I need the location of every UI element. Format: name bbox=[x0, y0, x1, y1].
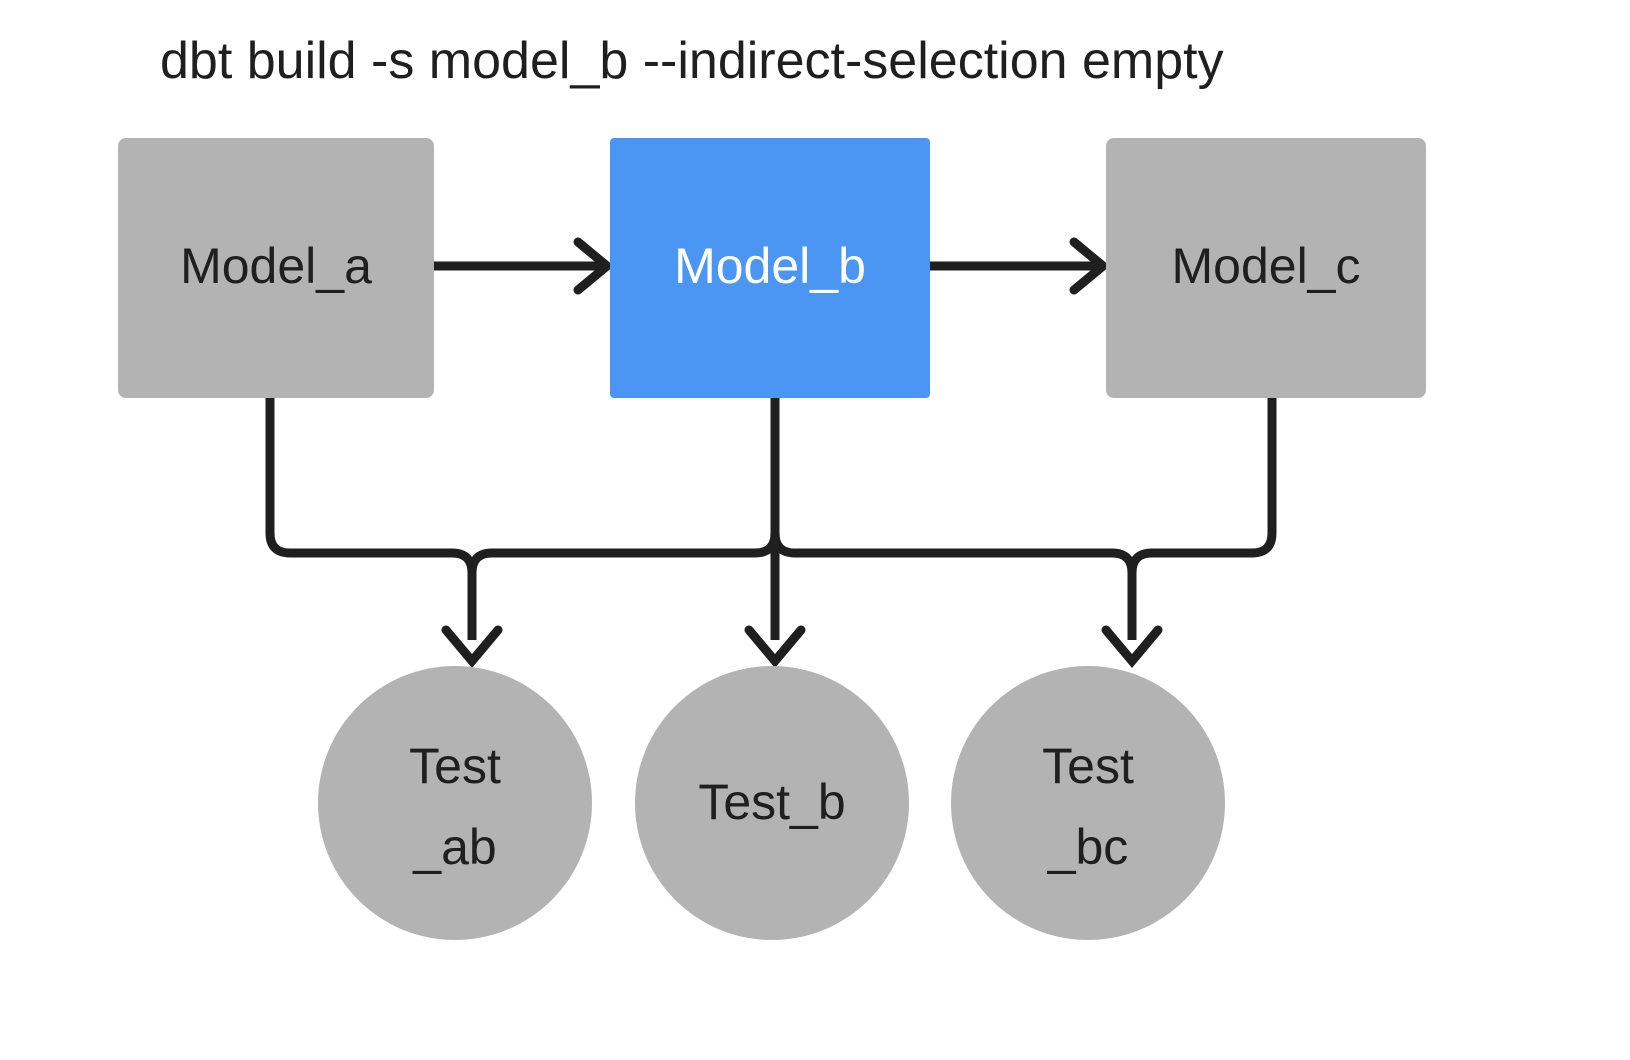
model-c-label: Model_c bbox=[1172, 238, 1361, 294]
model-a-box[interactable] bbox=[118, 138, 434, 398]
model-b-box[interactable] bbox=[610, 138, 930, 398]
edge-layer bbox=[265, 237, 1277, 669]
test-node-test-b[interactable]: Test_b bbox=[635, 666, 909, 940]
arrow-head-icon bbox=[744, 625, 806, 669]
model-node-model-c[interactable]: Model_c bbox=[1106, 138, 1426, 398]
edge-line bbox=[467, 466, 780, 574]
test-bc-label-line1: Test bbox=[1042, 738, 1134, 794]
edge-model-b-to-test-ab bbox=[467, 466, 780, 574]
test-ab-label-line2: _ab bbox=[412, 819, 496, 875]
edge-model-c-to-test-bc bbox=[1127, 398, 1277, 574]
model-c-box[interactable] bbox=[1106, 138, 1426, 398]
edge-model-a-to-test-ab bbox=[265, 398, 503, 669]
model-a-label: Model_a bbox=[180, 238, 372, 294]
test-node-test-ab[interactable]: Test _ab bbox=[318, 666, 592, 940]
test-bc-label-line2: _bc bbox=[1047, 819, 1129, 875]
test-node-test-bc[interactable]: Test _bc bbox=[951, 666, 1225, 940]
model-node-model-a[interactable]: Model_a bbox=[118, 138, 434, 398]
test-b-label-line1: Test_b bbox=[698, 774, 845, 830]
edge-model-b-to-test-bc bbox=[770, 466, 1163, 669]
model-b-label: Model_b bbox=[674, 238, 866, 294]
edge-line bbox=[265, 398, 477, 640]
arrow-head-icon bbox=[441, 625, 503, 669]
edge-model-b-to-model-c bbox=[930, 237, 1111, 295]
test-ab-label-line1: Test bbox=[409, 738, 501, 794]
arrow-head-icon bbox=[573, 237, 615, 295]
arrow-head-icon bbox=[1069, 237, 1111, 295]
test-ab-circle[interactable] bbox=[318, 666, 592, 940]
edge-line bbox=[1127, 398, 1277, 574]
test-b-circle[interactable] bbox=[635, 666, 909, 940]
diagram-title: dbt build -s model_b --indirect-selectio… bbox=[160, 32, 1224, 90]
edge-model-a-to-model-b bbox=[434, 237, 615, 295]
arrow-head-icon bbox=[1101, 625, 1163, 669]
test-bc-circle[interactable] bbox=[951, 666, 1225, 940]
model-node-model-b[interactable]: Model_b bbox=[610, 138, 930, 398]
edge-line bbox=[770, 466, 1137, 640]
